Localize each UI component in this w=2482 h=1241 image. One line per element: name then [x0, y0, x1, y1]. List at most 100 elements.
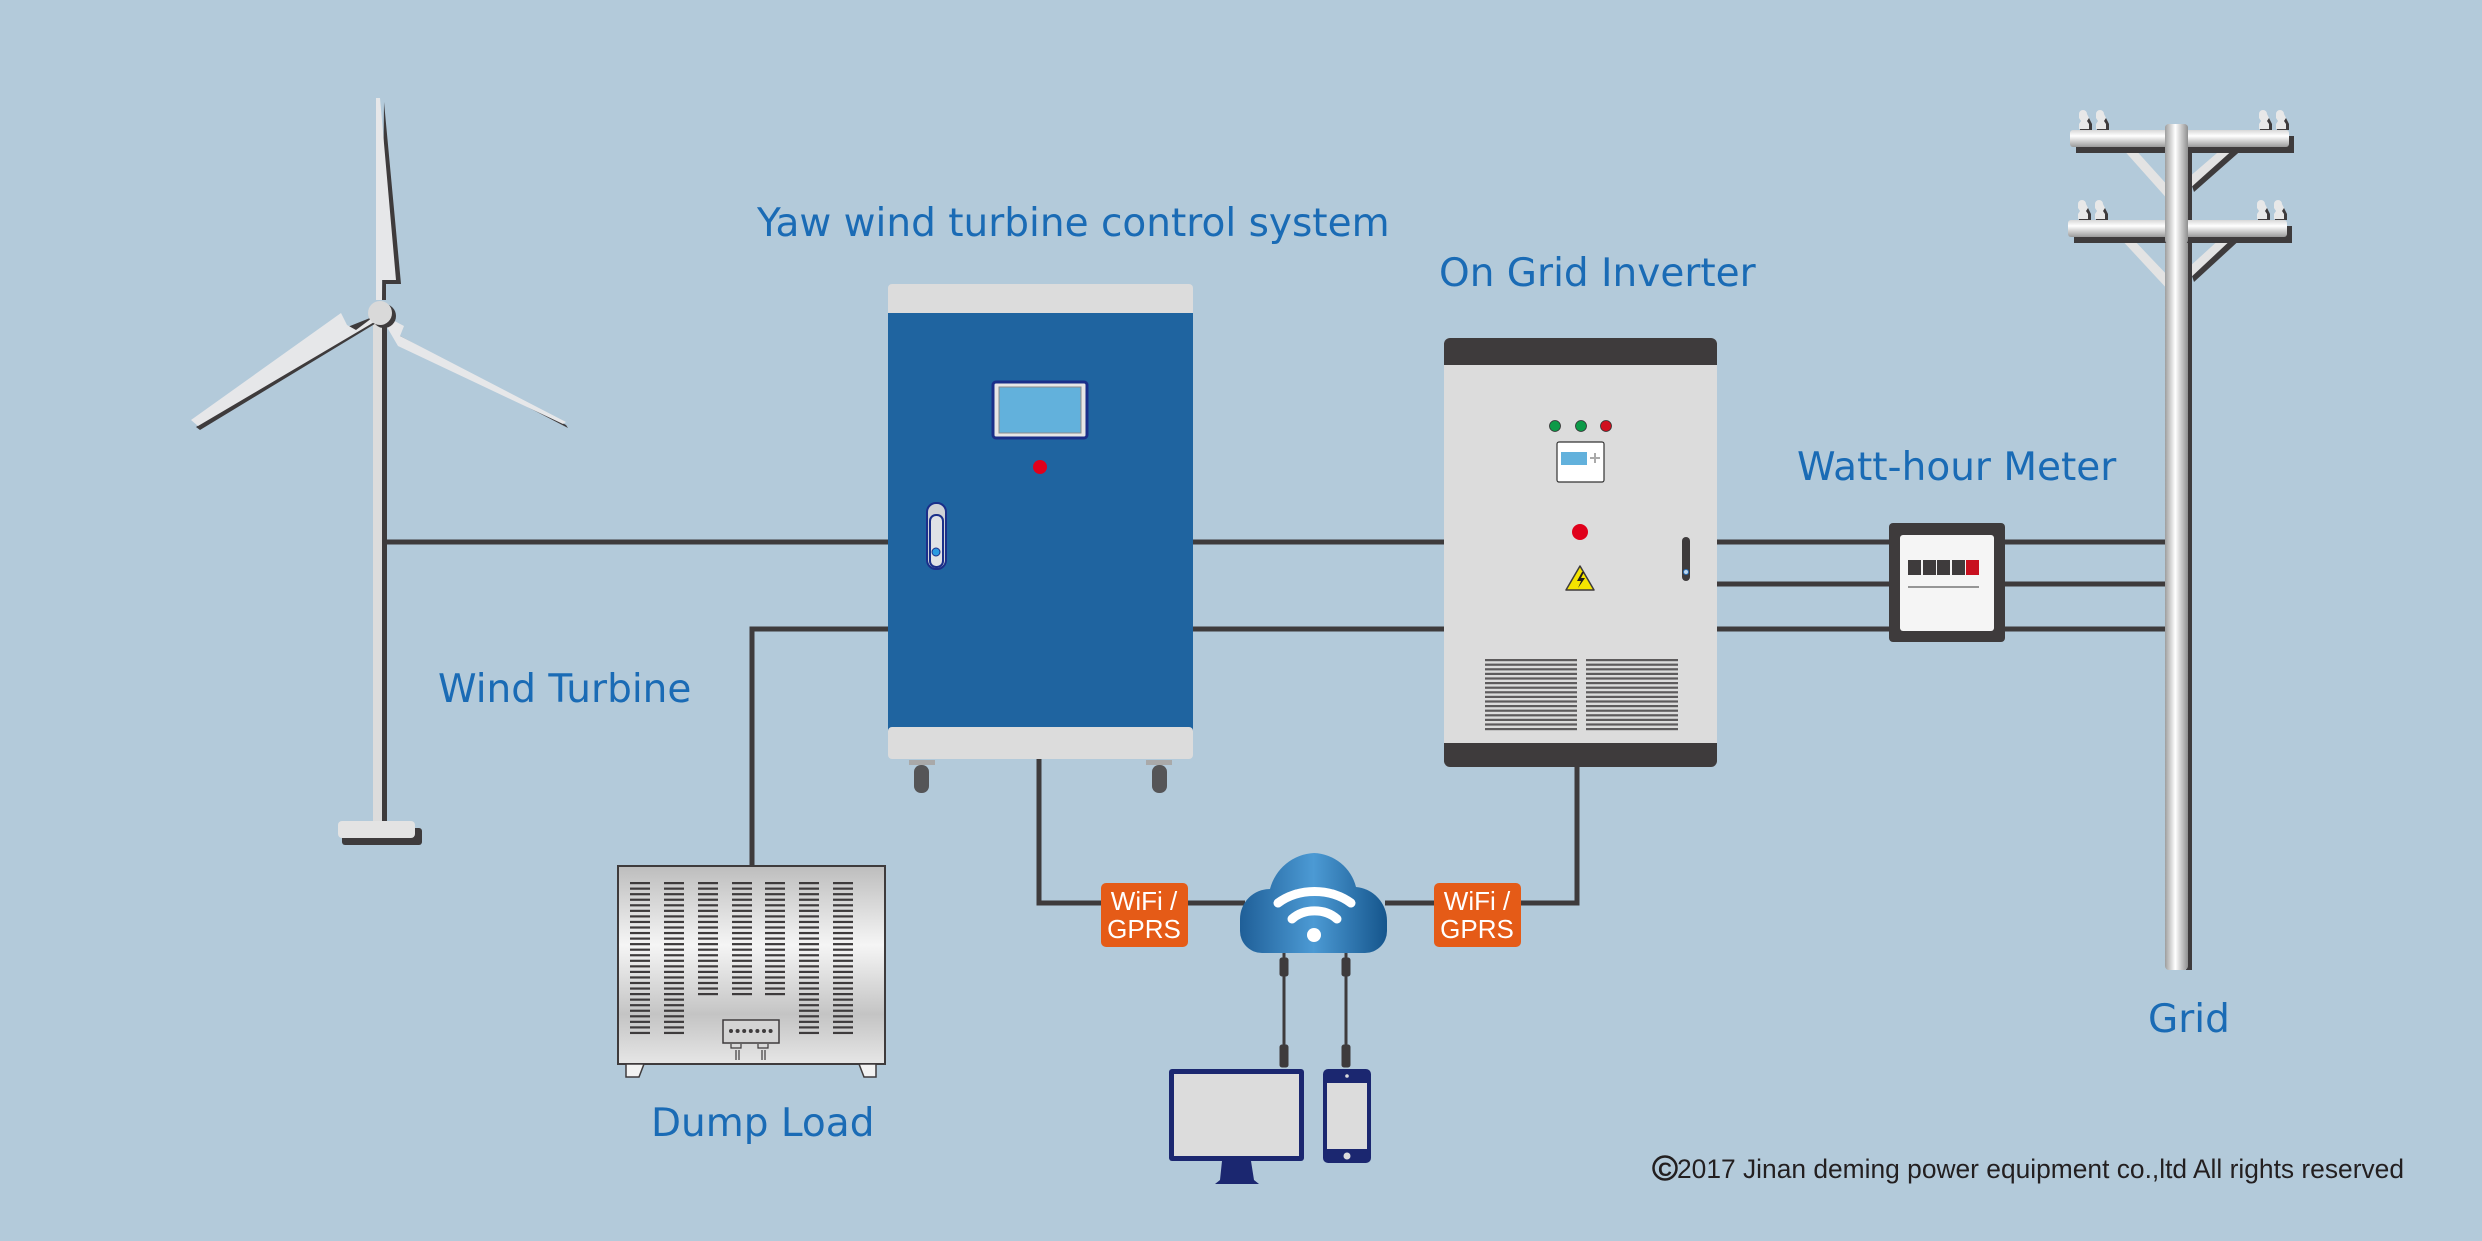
terminal-screw [735, 1029, 740, 1033]
wifi-gprs-module-right[interactable]: WiFi / GPRS [1434, 883, 1521, 947]
vent-slot [664, 1015, 684, 1018]
vent-slot [732, 882, 752, 885]
vent-slot [1485, 700, 1577, 703]
vent-slot [833, 954, 853, 957]
vent-slot [630, 948, 650, 951]
vent-slot [664, 970, 684, 973]
vent-slot [698, 909, 718, 912]
vent-slot [630, 1009, 650, 1012]
vent-slot [833, 976, 853, 979]
terminal-screw [755, 1029, 760, 1033]
vent-slot [1586, 718, 1678, 721]
wifi-gprs-line1: WiFi / [1111, 886, 1178, 916]
phone-screen [1327, 1083, 1367, 1149]
pole-insulators [2078, 110, 2289, 220]
vent-slot [732, 970, 752, 973]
vent-slot [664, 1031, 684, 1035]
inverter-led-3 [1600, 420, 1612, 432]
terminal-screw [742, 1029, 747, 1033]
power-wires [386, 539, 2167, 906]
desktop-monitor-icon[interactable] [1169, 1069, 1304, 1184]
vent-slot [630, 920, 650, 924]
vent-slot [1586, 686, 1678, 689]
vent-slot [630, 909, 650, 912]
inverter-stop-button[interactable] [1572, 524, 1588, 540]
turbine-tower-shadow [380, 320, 387, 825]
vent-slot [732, 893, 752, 896]
vent-slot [732, 959, 752, 962]
vent-slot [765, 926, 785, 929]
vent-slot [698, 987, 718, 990]
vent-slot [630, 926, 650, 929]
controller-cabinet[interactable]: Yaw wind turbine control system [756, 201, 1390, 793]
vent-slot [765, 954, 785, 957]
dump-load-foot-left [625, 1063, 646, 1078]
vent-slot [1586, 672, 1678, 675]
vent-slot [630, 893, 650, 896]
vent-slot [664, 959, 684, 962]
vent-slot [732, 948, 752, 951]
terminal-screw [748, 1029, 753, 1033]
vent-slot [630, 993, 650, 996]
terminal-screw [768, 1029, 773, 1033]
vent-slot [833, 1020, 853, 1023]
controller-power-button[interactable] [1033, 460, 1047, 474]
vent-slot [799, 976, 819, 979]
insulator [2276, 110, 2286, 129]
wind-turbine[interactable]: Wind Turbine [191, 98, 691, 845]
vent-slot [664, 943, 684, 946]
vent-slot [732, 937, 752, 940]
vent-slot [630, 998, 650, 1001]
wifi-arc-outer [1273, 886, 1356, 908]
vent-slot [765, 970, 785, 973]
vent-slot [833, 893, 853, 896]
inverter-vent-left [1485, 659, 1577, 731]
vent-slot [833, 887, 853, 890]
vent-slot [698, 931, 718, 935]
vent-slot [799, 937, 819, 940]
grid-utility-pole[interactable]: Grid [2068, 110, 2294, 1042]
phone-camera [1345, 1074, 1349, 1078]
controller-screen [998, 386, 1082, 434]
inverter-bottom-band [1444, 743, 1717, 767]
vent-slot [732, 931, 752, 935]
meter-counter-digits [1908, 560, 1979, 575]
vent-slot [1586, 668, 1678, 671]
copyright-text: 2017 Jinan deming power equipment co.,lt… [1677, 1154, 2404, 1184]
vent-slot [799, 915, 819, 918]
watt-hour-meter[interactable]: Watt-hour Meter [1797, 445, 2117, 642]
on-grid-inverter[interactable]: On Grid Inverter [1439, 251, 1757, 767]
controller-door-handle-inner [929, 514, 944, 568]
wifi-dot [1307, 928, 1321, 942]
vent-slot [698, 926, 718, 929]
vent-slot [630, 887, 650, 890]
terminal-screw [762, 1029, 766, 1033]
pole-brace [2190, 147, 2245, 192]
vent-slot [799, 959, 819, 962]
device-cables [1279, 953, 1351, 1068]
vent-slot [799, 920, 819, 924]
dump-load[interactable]: Dump Load [617, 865, 886, 1146]
vent-slot [799, 998, 819, 1001]
vent-slot [698, 970, 718, 973]
vent-slot [664, 915, 684, 918]
vent-slot [664, 998, 684, 1001]
vent-slot [664, 937, 684, 940]
wifi-gprs-module-left[interactable]: WiFi / GPRS [1101, 883, 1188, 947]
vent-slot [833, 987, 853, 990]
vent-slot [1586, 728, 1678, 731]
dump-load-foot-right [857, 1063, 877, 1078]
vent-slot [765, 898, 785, 901]
insulator [2096, 110, 2106, 129]
vent-slot [1485, 691, 1577, 694]
vent-slot [799, 970, 819, 973]
vent-slot [833, 1026, 853, 1029]
vent-slot [765, 976, 785, 979]
vent-slot [799, 893, 819, 896]
vent-slot [698, 959, 718, 962]
wifi-cloud-icon[interactable] [1240, 853, 1388, 953]
copyright-notice: C 2017 Jinan deming power equipment co.,… [1652, 1154, 2404, 1184]
vent-slot [630, 954, 650, 957]
smartphone-icon[interactable] [1323, 1069, 1371, 1163]
vent-slot [833, 965, 853, 968]
